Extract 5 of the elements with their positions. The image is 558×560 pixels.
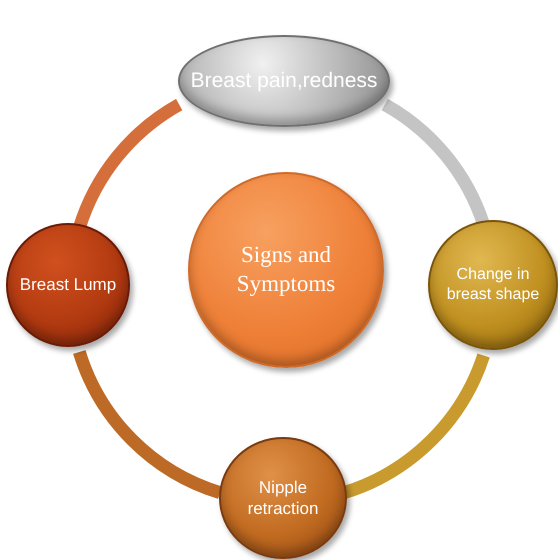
ring-arc-connector: [73, 350, 222, 499]
node-label: Signs and Symptoms: [236, 241, 336, 298]
node-label: Nipple retraction: [246, 476, 320, 520]
node-label: Change in breast shape: [446, 265, 540, 305]
node-label: Breast Lump: [18, 274, 118, 296]
